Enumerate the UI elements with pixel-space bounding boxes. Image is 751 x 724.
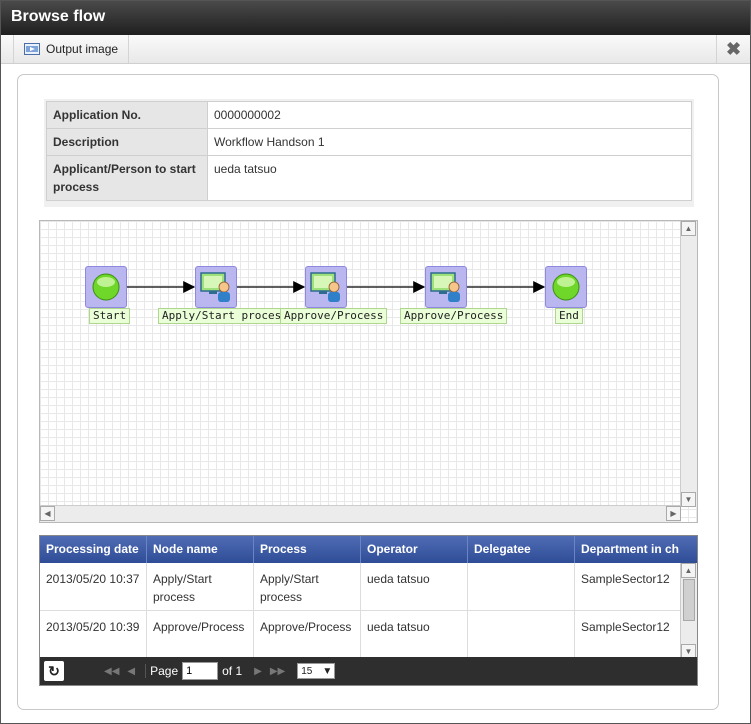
end-circle-icon: [552, 273, 580, 301]
scroll-up-icon[interactable]: ▲: [681, 221, 696, 236]
flow-node-label: Apply/Start process: [158, 308, 292, 324]
column-header-process[interactable]: Process: [254, 536, 361, 563]
cell-node-name: Apply/Start process: [147, 563, 254, 611]
content-panel: Application No. 0000000002 Description W…: [17, 74, 719, 710]
refresh-button[interactable]: ↻: [44, 661, 64, 681]
info-value: Workflow Handson 1: [207, 128, 692, 156]
flow-vertical-scrollbar[interactable]: ▲ ▼: [680, 221, 697, 507]
column-header-operator[interactable]: Operator: [361, 536, 468, 563]
start-circle-icon: [92, 273, 120, 301]
image-export-icon: [24, 43, 40, 55]
table-row[interactable]: 2013/05/20 10:39 Approve/Process Approve…: [40, 611, 681, 659]
info-value: ueda tatsuo: [207, 155, 692, 201]
application-info-table: Application No. 0000000002 Description W…: [46, 101, 692, 201]
cell-delegatee: [468, 611, 575, 659]
flow-node-approve-2[interactable]: [425, 266, 467, 308]
grid-body: 2013/05/20 10:37 Apply/Start process App…: [40, 563, 697, 659]
scroll-down-icon[interactable]: ▼: [681, 492, 696, 507]
close-icon: ✖: [725, 38, 742, 59]
flow-node-label: Start: [89, 308, 131, 324]
info-value: 0000000002: [207, 101, 692, 129]
first-page-icon[interactable]: ◀◀: [104, 665, 120, 677]
cell-department: SampleSector12: [581, 620, 670, 634]
info-label: Description: [46, 128, 208, 156]
flow-node-apply-start[interactable]: [195, 266, 237, 308]
page-label: Page: [145, 664, 178, 678]
close-button[interactable]: ✖: [716, 35, 750, 63]
output-image-button[interactable]: Output image: [13, 35, 130, 63]
flow-node-end[interactable]: [545, 266, 587, 308]
application-info: Application No. 0000000002 Description W…: [44, 99, 694, 207]
user-task-icon: [430, 272, 460, 302]
table-row[interactable]: 2013/05/20 10:37 Apply/Start process App…: [40, 563, 681, 611]
flow-connectors: [127, 281, 546, 293]
previous-page-icon[interactable]: ◀: [127, 665, 136, 677]
scroll-up-icon[interactable]: ▲: [681, 563, 696, 578]
output-image-label: Output image: [46, 42, 119, 56]
last-page-icon[interactable]: ▶▶: [269, 665, 286, 677]
column-header-processing-date[interactable]: Processing date: [40, 536, 147, 563]
chevron-down-icon: ▼: [322, 665, 333, 677]
flow-diagram-panel[interactable]: Start Apply/Start process: [39, 220, 698, 523]
scroll-left-icon[interactable]: ◀: [40, 506, 55, 521]
cell-processing-date: 2013/05/20 10:39: [40, 611, 147, 659]
cell-processing-date: 2013/05/20 10:37: [40, 563, 147, 611]
page-size-select[interactable]: 15 ▼: [297, 663, 336, 679]
grid-vertical-scrollbar[interactable]: ▲ ▼: [680, 563, 697, 659]
info-label: Applicant/Person to start process: [46, 155, 208, 201]
cell-department: SampleSector12: [581, 572, 670, 586]
info-row-description: Description Workflow Handson 1: [46, 128, 692, 156]
cell-operator: ueda tatsuo: [361, 563, 468, 611]
user-task-icon: [200, 272, 230, 302]
cell-delegatee: [468, 563, 575, 611]
cell-operator: ueda tatsuo: [361, 611, 468, 659]
page-size-value: 15: [301, 665, 313, 677]
toolbar: Output image ✖: [1, 35, 750, 64]
page-count-label: of 1: [222, 664, 243, 678]
cell-process: Approve/Process: [254, 611, 361, 659]
flow-node-approve-1[interactable]: [305, 266, 347, 308]
refresh-icon: ↻: [48, 662, 60, 679]
cell-process: Apply/Start process: [254, 563, 361, 611]
flow-horizontal-scrollbar[interactable]: ◀ ▶: [40, 505, 681, 522]
info-label: Application No.: [46, 101, 208, 129]
column-header-department[interactable]: Department in ch: [581, 542, 680, 556]
dialog-title: Browse flow: [1, 1, 750, 35]
column-header-node-name[interactable]: Node name: [147, 536, 254, 563]
scroll-thumb[interactable]: [683, 579, 695, 621]
grid-header: Processing date Node name Process Operat…: [40, 536, 697, 563]
grid-pager: ↻ ◀◀ ◀ Page of 1 ▶ ▶▶ 15 ▼: [40, 657, 697, 685]
next-page-icon[interactable]: ▶: [254, 665, 262, 677]
user-task-icon: [310, 272, 340, 302]
history-grid: Processing date Node name Process Operat…: [39, 535, 698, 686]
page-number-input[interactable]: [182, 662, 219, 680]
flow-node-start[interactable]: [85, 266, 127, 308]
info-row-applicant: Applicant/Person to start process ueda t…: [46, 155, 692, 201]
cell-node-name: Approve/Process: [147, 611, 254, 659]
flow-node-label: Approve/Process: [400, 308, 508, 324]
scroll-right-icon[interactable]: ▶: [666, 506, 681, 521]
info-row-application-no: Application No. 0000000002: [46, 101, 692, 129]
flow-node-label: End: [555, 308, 583, 324]
column-header-delegatee[interactable]: Delegatee: [468, 536, 575, 563]
flow-node-label: Approve/Process: [280, 308, 388, 324]
